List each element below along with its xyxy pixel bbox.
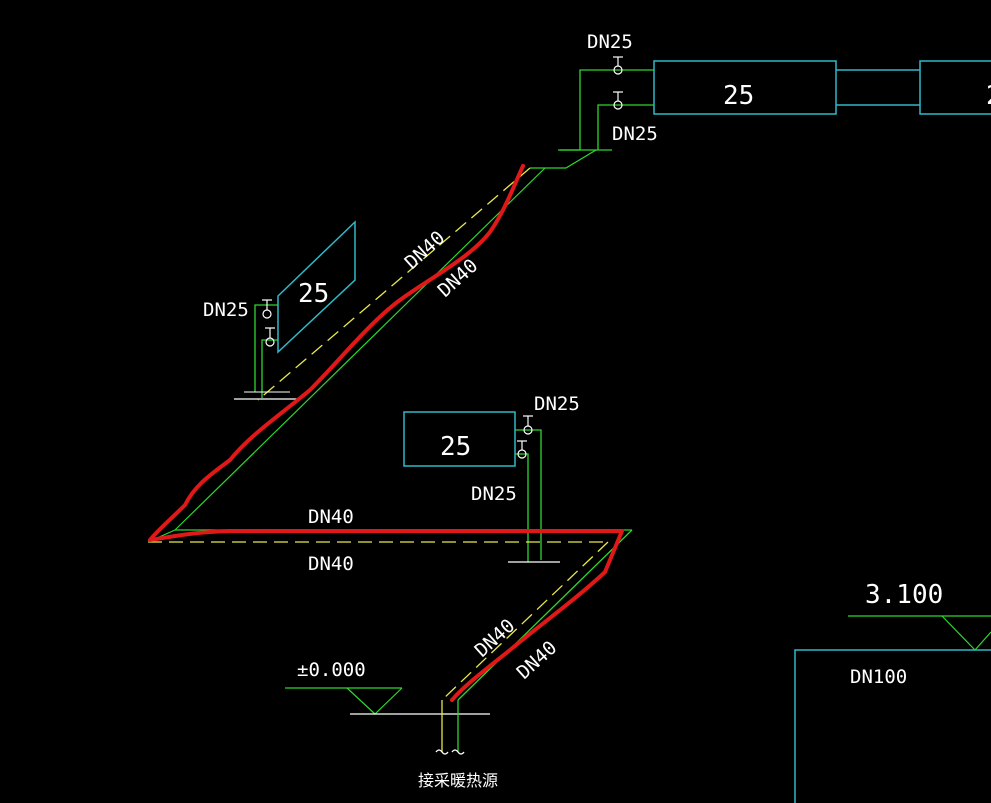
radiator-top-a: 25 bbox=[653, 60, 837, 115]
label-dn100: DN100 bbox=[850, 666, 907, 688]
label-dn25-mid-lower: DN25 bbox=[471, 483, 517, 505]
elevation-ground: ±0.000 bbox=[285, 659, 490, 715]
label-elevation-upper: 3.100 bbox=[865, 580, 943, 610]
building-outline bbox=[794, 649, 991, 803]
radiator-top-b-label: 2 bbox=[986, 81, 991, 111]
highlight-stroke bbox=[148, 164, 624, 702]
lower-diagonal-pipes bbox=[441, 529, 633, 701]
valve-left-b bbox=[265, 327, 275, 347]
radiator-left: 25 bbox=[277, 220, 356, 354]
label-dn25-mid: DN25 bbox=[534, 393, 580, 415]
radiator-connector-top bbox=[836, 69, 920, 106]
label-dn25-top-lower: DN25 bbox=[612, 123, 658, 145]
label-dn40-upper-a: DN40 bbox=[401, 227, 450, 274]
valve-left-a bbox=[262, 299, 272, 319]
radiator-top-b: 2 bbox=[919, 60, 991, 115]
label-dn25-left: DN25 bbox=[203, 299, 249, 321]
radiator-top-a-label: 25 bbox=[723, 81, 754, 111]
label-dn25-top: DN25 bbox=[587, 31, 633, 53]
heat-source-risers bbox=[435, 700, 465, 755]
label-dn40-lower-a: DN40 bbox=[471, 615, 520, 662]
label-heat-source: 接采暖热源 bbox=[418, 772, 498, 790]
label-dn40-horiz-b: DN40 bbox=[308, 553, 354, 575]
radiator-left-label: 25 bbox=[298, 279, 329, 309]
radiator-mid: 25 bbox=[403, 411, 516, 467]
valve-top-a bbox=[613, 56, 623, 75]
valve-mid-a bbox=[523, 415, 533, 435]
label-elevation-ground: ±0.000 bbox=[297, 659, 366, 681]
valve-mid-b bbox=[517, 440, 527, 459]
elevation-upper: 3.100 bbox=[848, 580, 991, 651]
left-riser bbox=[234, 304, 300, 400]
top-riser bbox=[530, 69, 654, 169]
valve-top-b bbox=[613, 91, 623, 110]
upper-diagonal-pipes bbox=[174, 167, 546, 531]
radiator-mid-label: 25 bbox=[440, 432, 471, 462]
label-dn40-horiz-a: DN40 bbox=[308, 506, 354, 528]
